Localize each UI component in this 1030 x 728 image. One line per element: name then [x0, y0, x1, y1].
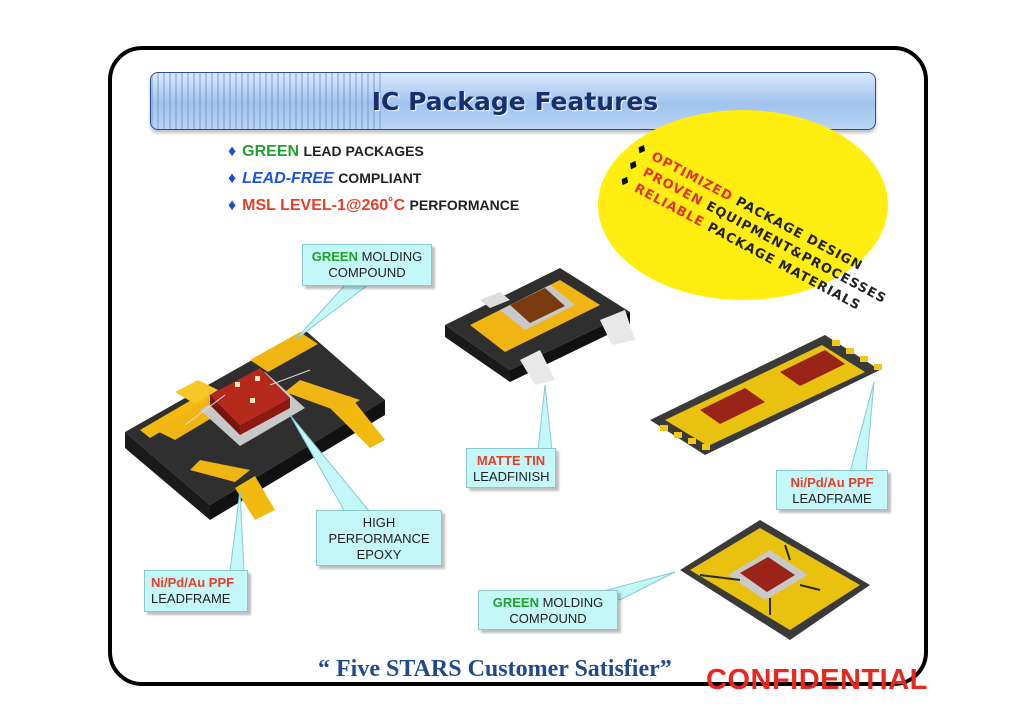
- callout-text: PERFORMANCE: [328, 531, 430, 546]
- callout-epoxy: HIGH PERFORMANCE EPOXY: [316, 510, 442, 566]
- feature-text: COMPLIANT: [338, 170, 422, 186]
- diamond-bullet-icon: ♦: [228, 143, 237, 160]
- slogan: “ Five STARS Customer Satisfier”: [318, 656, 672, 682]
- callout-text: MOLDING: [542, 595, 604, 610]
- diamond-bullet-icon: ♦: [228, 170, 237, 187]
- callout-text: LEADFRAME: [792, 491, 872, 506]
- callout-keyword: MATTE TIN: [476, 453, 546, 468]
- feature-item: ♦ GREEN LEAD PACKAGES: [228, 138, 519, 165]
- feature-keyword: LEAD-FREE: [242, 170, 334, 187]
- callout-ppf-right: Ni/Pd/Au PPF LEADFRAME: [776, 470, 888, 510]
- callout-keyword: Ni/Pd/Au PPF: [790, 475, 874, 490]
- feature-keyword: MSL LEVEL-1@260˚C: [242, 197, 406, 214]
- feature-keyword: GREEN: [242, 143, 300, 160]
- callout-green-molding-2: GREEN MOLDING COMPOUND: [478, 590, 618, 630]
- callout-text: LEADFRAME: [151, 591, 231, 606]
- callout-ppf-left: Ni/Pd/Au PPF LEADFRAME: [144, 570, 248, 612]
- callout-text: COMPOUND: [509, 611, 587, 626]
- callout-keyword: Ni/Pd/Au PPF: [151, 575, 235, 590]
- confidential-label: CONFIDENTIAL: [706, 664, 928, 696]
- feature-item: ♦ LEAD-FREE COMPLIANT: [228, 165, 519, 192]
- callout-text: COMPOUND: [328, 265, 406, 280]
- diamond-bullet-icon: ♦: [228, 197, 237, 214]
- feature-item: ♦ MSL LEVEL-1@260˚C PERFORMANCE: [228, 192, 519, 219]
- callout-green-molding: GREEN MOLDING COMPOUND: [302, 244, 432, 286]
- highlight-oval: [598, 110, 888, 300]
- callout-text: HIGH: [362, 515, 396, 530]
- large-package-image: [125, 330, 385, 520]
- callout-text: MOLDING: [361, 249, 423, 264]
- feature-list: ♦ GREEN LEAD PACKAGES ♦ LEAD-FREE COMPLIAN…: [228, 138, 519, 219]
- title-stripes: [151, 73, 381, 129]
- small-package-image: [445, 268, 635, 385]
- callout-text: LEADFINISH: [473, 469, 550, 484]
- feature-text: LEAD PACKAGES: [303, 143, 424, 159]
- callout-tails: [229, 284, 875, 601]
- slide-frame: [108, 46, 928, 686]
- page-title: IC Package Features: [371, 87, 659, 116]
- callout-matte-tin: MATTE TIN LEADFINISH: [466, 448, 556, 488]
- callout-keyword: GREEN: [311, 249, 358, 264]
- callout-text: EPOXY: [356, 547, 402, 562]
- qfn-package-bottom-image: [680, 520, 870, 640]
- callout-keyword: GREEN: [492, 595, 539, 610]
- feature-text: PERFORMANCE: [409, 197, 520, 213]
- qfn-package-image: [650, 335, 882, 455]
